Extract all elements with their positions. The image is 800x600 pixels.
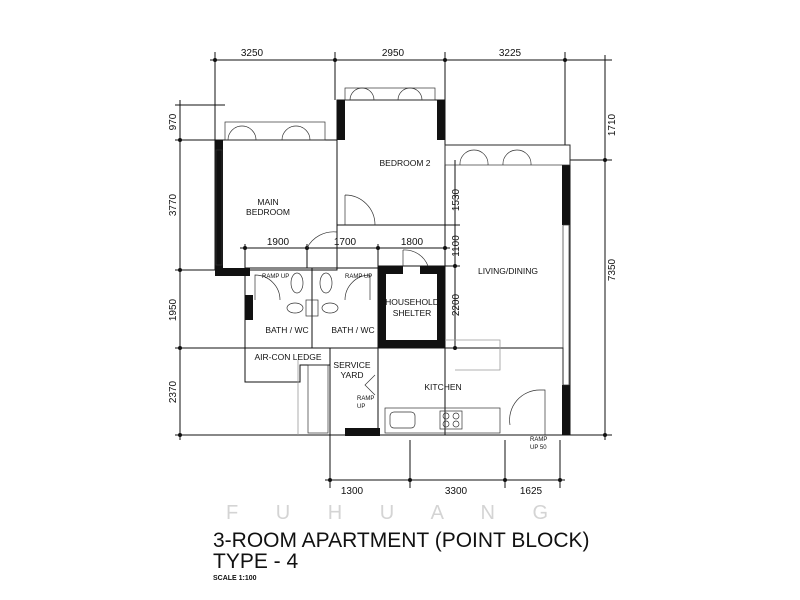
note-ramp-3a: RAMP (357, 396, 374, 402)
label-bedroom-2: BEDROOM 2 (379, 158, 430, 168)
plan-scale: SCALE 1:100 (213, 575, 257, 582)
sink-icon (389, 411, 416, 429)
dim-left-1: 970 (168, 113, 179, 130)
note-ramp-2: RAMP UP (345, 274, 372, 280)
label-household-2: SHELTER (393, 308, 432, 318)
dim-right-1: 1710 (607, 113, 618, 136)
dim-inner-v-2: 1100 (451, 235, 462, 257)
dim-bottom-1: 1300 (341, 486, 364, 497)
note-ramp-4a: RAMP (530, 437, 547, 443)
watermark: F U H U A N G (226, 502, 564, 524)
stove-icon (439, 410, 463, 430)
note-ramp-4b: UP 50 (530, 445, 547, 451)
label-service-2: YARD (341, 370, 364, 380)
plan-caption: 3-ROOM APARTMENT (POINT BLOCK) TYPE - 4 … (213, 530, 590, 582)
note-ramp-1: RAMP UP (262, 274, 289, 280)
label-main-bedroom-2: BEDROOM (246, 207, 290, 217)
dim-left-3: 1950 (168, 298, 179, 321)
label-aircon-ledge: AIR-CON LEDGE (254, 352, 321, 362)
dim-top-3: 3225 (499, 48, 522, 59)
dim-inner-h-1: 1900 (267, 237, 290, 248)
dim-top-2: 2950 (382, 48, 405, 59)
dim-top-1: 3250 (241, 48, 264, 59)
dim-right-2: 7350 (607, 258, 618, 281)
room-labels: MAIN BEDROOM BEDROOM 2 LIVING/DINING BAT… (246, 158, 547, 451)
fixtures (286, 272, 501, 434)
plan-title: 3-ROOM APARTMENT (POINT BLOCK) (213, 529, 590, 552)
dim-bottom-3: 1625 (520, 486, 543, 497)
label-main-bedroom-1: MAIN (257, 197, 278, 207)
label-kitchen: KITCHEN (424, 382, 461, 392)
dim-inner-v-1: 1530 (451, 188, 462, 211)
dim-inner-v-3: 2200 (451, 293, 462, 316)
dim-bottom-2: 3300 (445, 486, 468, 497)
note-ramp-3b: UP (357, 404, 365, 410)
windows (215, 87, 571, 386)
dim-inner-h-2: 1700 (334, 237, 357, 248)
dim-inner-h-3: 1800 (401, 237, 424, 248)
plan-type: TYPE - 4 (213, 550, 299, 573)
label-living-dining: LIVING/DINING (478, 266, 538, 276)
label-bath-2: BATH / WC (331, 325, 374, 335)
doors (254, 194, 546, 435)
label-service-1: SERVICE (333, 360, 370, 370)
dimension-labels: 3250 2950 3225 970 3770 1950 2370 1710 7… (168, 48, 618, 497)
dim-left-2: 3770 (168, 193, 179, 216)
label-household-1: HOUSEHOLD (385, 297, 439, 307)
label-bath-1: BATH / WC (265, 325, 308, 335)
dim-left-4: 2370 (168, 380, 179, 403)
walls (214, 99, 571, 436)
